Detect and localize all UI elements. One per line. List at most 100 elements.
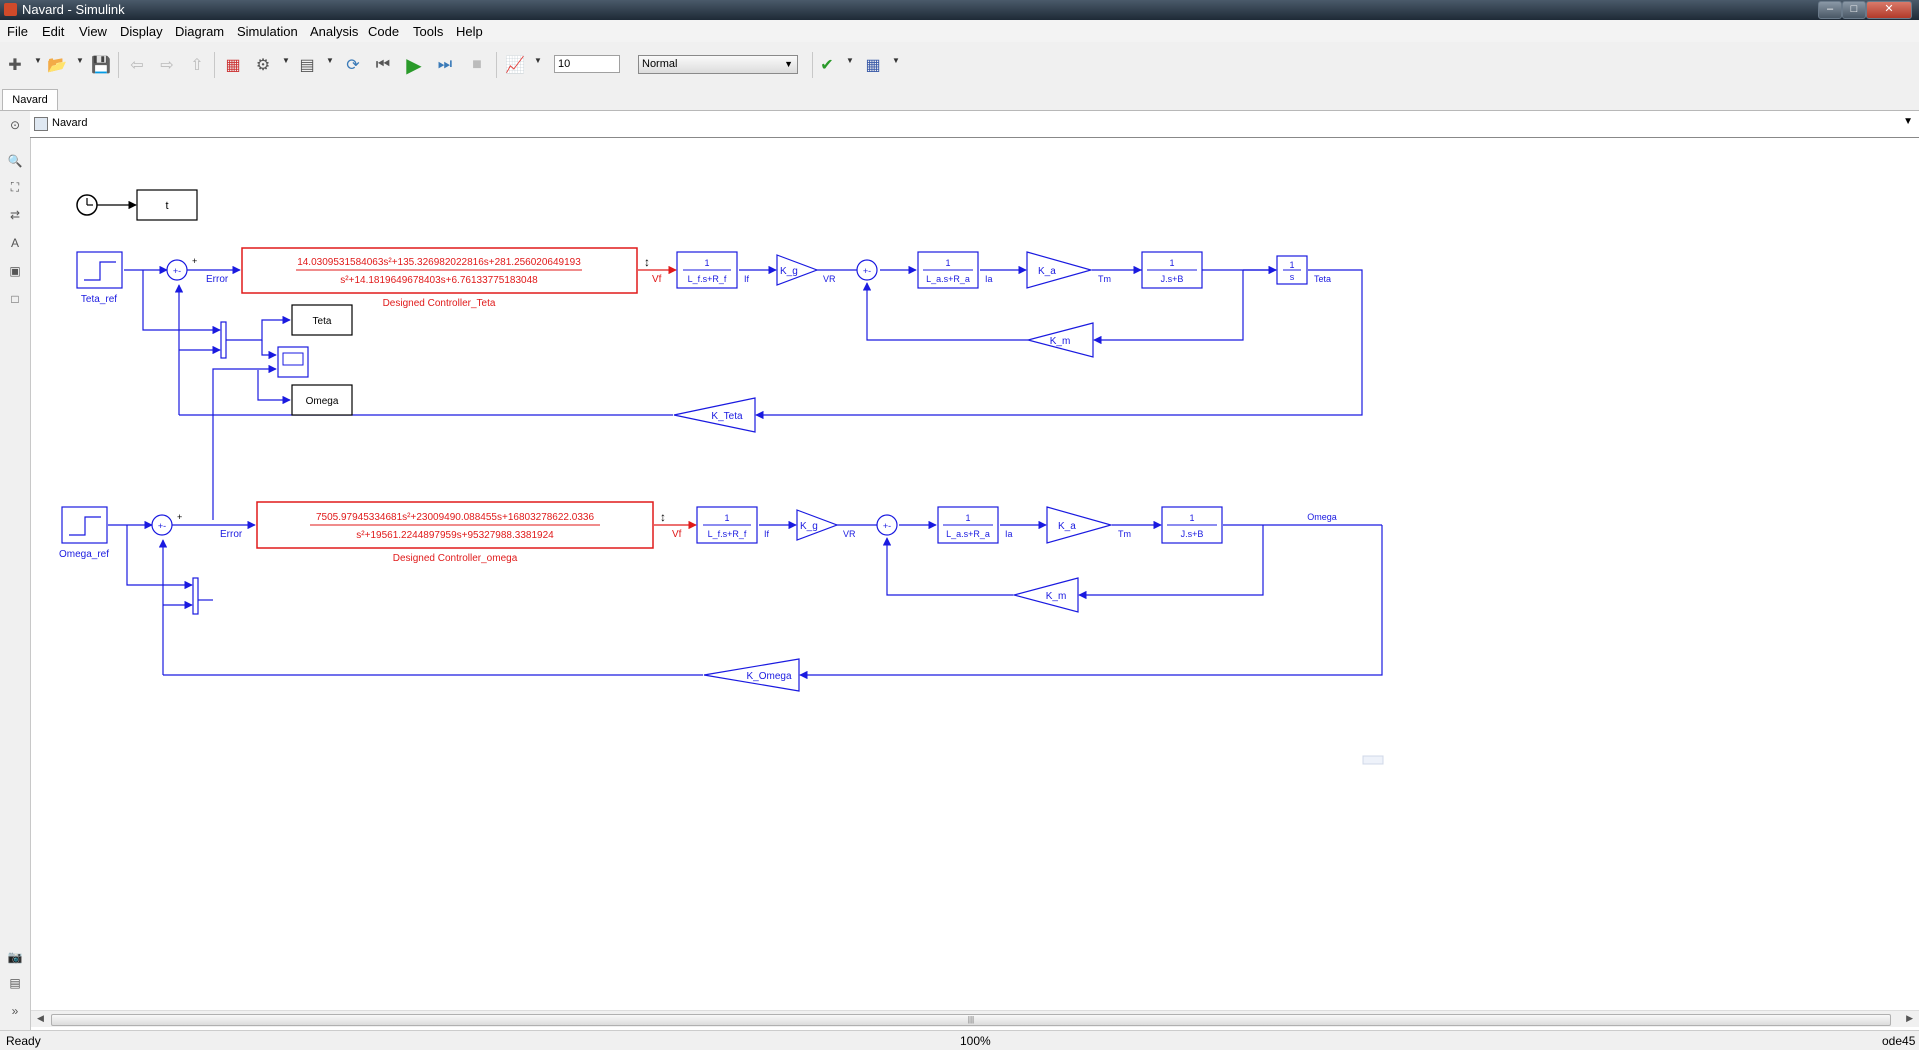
omega-voltage-sum[interactable]: +-	[876, 514, 898, 536]
mechanical-tf-block[interactable]: 1 J.s+B	[1141, 251, 1203, 289]
menu-diagram[interactable]: Diagram	[175, 24, 225, 39]
teta-ref-step-block[interactable]	[76, 251, 123, 289]
address-bar: Navard ▼	[30, 111, 1919, 138]
config-dropdown-icon[interactable]: ▼	[282, 56, 290, 65]
tab-navard[interactable]: Navard	[2, 89, 58, 110]
omega-field-tf-block[interactable]: 1 L_f.s+R_f	[696, 506, 758, 544]
new-dropdown-icon[interactable]: ▼	[34, 56, 42, 65]
omega-error-sum[interactable]: +-	[151, 514, 173, 536]
kteta-gain-block[interactable]: K_Teta	[673, 397, 756, 433]
km-gain-block[interactable]: K_m	[1025, 322, 1094, 358]
solver-name[interactable]: ode45	[1882, 1034, 1916, 1048]
omega-armature-tf-block[interactable]: 1 L_a.s+R_a	[937, 506, 999, 544]
omega-workspace-block[interactable]: Omega	[291, 384, 353, 416]
open-dropdown-icon[interactable]: ▼	[76, 56, 84, 65]
forward-arrow-icon[interactable]: ⇨	[160, 57, 174, 74]
chevron-down-icon: ▼	[784, 59, 793, 69]
build-dropdown-icon[interactable]: ▼	[892, 56, 900, 65]
diagram-canvas[interactable]: t Teta_ref +- + Error	[31, 138, 1919, 1010]
menu-help[interactable]: Help	[456, 24, 483, 39]
scroll-thumb[interactable]: |||	[51, 1014, 1891, 1026]
arrows-icon[interactable]: ⇄	[9, 208, 21, 222]
stop-time-input[interactable]: 10	[554, 55, 620, 73]
svg-text:J.s+B: J.s+B	[1181, 529, 1204, 539]
step-back-icon[interactable]: ⏮	[375, 56, 391, 73]
menu-code[interactable]: Code	[368, 24, 400, 39]
up-arrow-icon[interactable]: ⇧	[190, 57, 204, 74]
svg-text:1: 1	[1289, 260, 1294, 270]
breadcrumb[interactable]: Navard	[52, 117, 88, 129]
model-advisor-check-icon[interactable]: ✔	[820, 57, 834, 74]
omega-ka-gain-block[interactable]: K_a	[1046, 506, 1114, 544]
update-diagram-icon[interactable]: ⟳	[346, 57, 360, 74]
annotation-icon[interactable]: A	[10, 236, 19, 250]
simulation-mode-value: Normal	[642, 58, 678, 70]
chevron-down-icon[interactable]: ▼	[1903, 116, 1913, 127]
komega-gain-block[interactable]: K_Omega	[703, 658, 800, 692]
field-tf-block[interactable]: 1 L_f.s+R_f	[676, 251, 738, 289]
designed-controller-omega-block[interactable]: 7505.97945334681s²+23009490.088455s+1680…	[256, 501, 654, 549]
data-inspector-icon[interactable]: 📈	[505, 57, 525, 74]
menu-analysis[interactable]: Analysis	[310, 24, 359, 39]
omega-mux-block[interactable]	[192, 577, 199, 615]
menu-file[interactable]: File	[7, 24, 28, 39]
integrator-block[interactable]: 1 s	[1276, 255, 1308, 285]
stop-icon[interactable]: ■	[472, 56, 482, 73]
scroll-right-icon[interactable]: ▶	[1906, 1013, 1913, 1023]
svg-text:Tm: Tm	[1118, 529, 1131, 539]
properties-icon[interactable]: ▤	[9, 976, 21, 990]
new-model-icon[interactable]: ✚	[8, 57, 22, 74]
simulation-mode-select[interactable]: Normal ▼	[638, 55, 798, 74]
sum-signs: +-	[173, 266, 181, 276]
horizontal-scrollbar[interactable]: ◀ ||| ▶	[31, 1010, 1919, 1027]
omega-ref-step-block[interactable]	[61, 506, 108, 544]
controller-teta-numerator: 14.0309531584063s²+135.326982022816s+281…	[297, 257, 581, 268]
menu-tools[interactable]: Tools	[413, 24, 444, 39]
model-explorer-icon[interactable]: ▤	[299, 57, 315, 74]
save-icon[interactable]: 💾	[91, 57, 111, 74]
omega-km-gain-block[interactable]: K_m	[1011, 577, 1079, 613]
menu-edit[interactable]: Edit	[42, 24, 65, 39]
hide-browser-icon[interactable]: ⊙	[9, 118, 21, 132]
teta-error-sum[interactable]: +-	[166, 259, 188, 281]
mux-block[interactable]	[220, 321, 227, 359]
omega-mechanical-tf-block[interactable]: 1 J.s+B	[1161, 506, 1223, 544]
menu-view[interactable]: View	[79, 24, 107, 39]
step-forward-icon[interactable]: ⏭	[437, 56, 453, 73]
armature-tf-block[interactable]: 1 L_a.s+R_a	[917, 251, 979, 289]
expand-icon[interactable]: »	[11, 1004, 19, 1018]
teta-workspace-block[interactable]: Teta	[291, 304, 353, 336]
close-button[interactable]: ✕	[1866, 1, 1912, 19]
resize-cursor-icon: ↕	[660, 510, 666, 524]
zoom-icon[interactable]: 🔍	[7, 154, 23, 168]
voltage-sum[interactable]: +-	[856, 259, 878, 281]
zoom-level: 100%	[960, 1034, 991, 1048]
clock-to-workspace[interactable]: t	[136, 189, 198, 221]
inspector-dropdown-icon[interactable]: ▼	[534, 56, 542, 65]
svg-text:K_Omega: K_Omega	[746, 671, 791, 682]
maximize-button[interactable]: □	[1842, 1, 1866, 19]
build-grid-icon[interactable]: ▦	[865, 57, 881, 74]
menu-display[interactable]: Display	[120, 24, 163, 39]
ka-gain-block[interactable]: K_a	[1026, 251, 1094, 289]
menu-simulation[interactable]: Simulation	[237, 24, 298, 39]
fit-to-view-icon[interactable]: ⛶	[10, 180, 20, 194]
explorer-dropdown-icon[interactable]: ▼	[326, 56, 334, 65]
clock-block[interactable]	[76, 194, 98, 216]
run-icon[interactable]: ▶	[406, 54, 422, 77]
camera-icon[interactable]: 📷	[7, 950, 23, 964]
vr-label: VR	[823, 274, 836, 284]
image-icon[interactable]: ▣	[9, 264, 21, 278]
minimize-button[interactable]: –	[1818, 1, 1842, 19]
scroll-left-icon[interactable]: ◀	[37, 1013, 44, 1023]
back-arrow-icon[interactable]: ⇦	[130, 57, 144, 74]
gear-icon[interactable]: ⚙	[255, 57, 271, 74]
designed-controller-teta-block[interactable]: 14.0309531584063s²+135.326982022816s+281…	[241, 247, 638, 294]
library-browser-icon[interactable]: ▦	[225, 57, 241, 74]
scope-block[interactable]	[277, 346, 309, 378]
area-icon[interactable]: □	[11, 292, 19, 306]
omega-kg-gain-block[interactable]: K_g	[796, 509, 839, 541]
advisor-dropdown-icon[interactable]: ▼	[846, 56, 854, 65]
open-folder-icon[interactable]: 📂	[47, 57, 67, 74]
kg-gain-block[interactable]: K_g	[776, 254, 819, 286]
